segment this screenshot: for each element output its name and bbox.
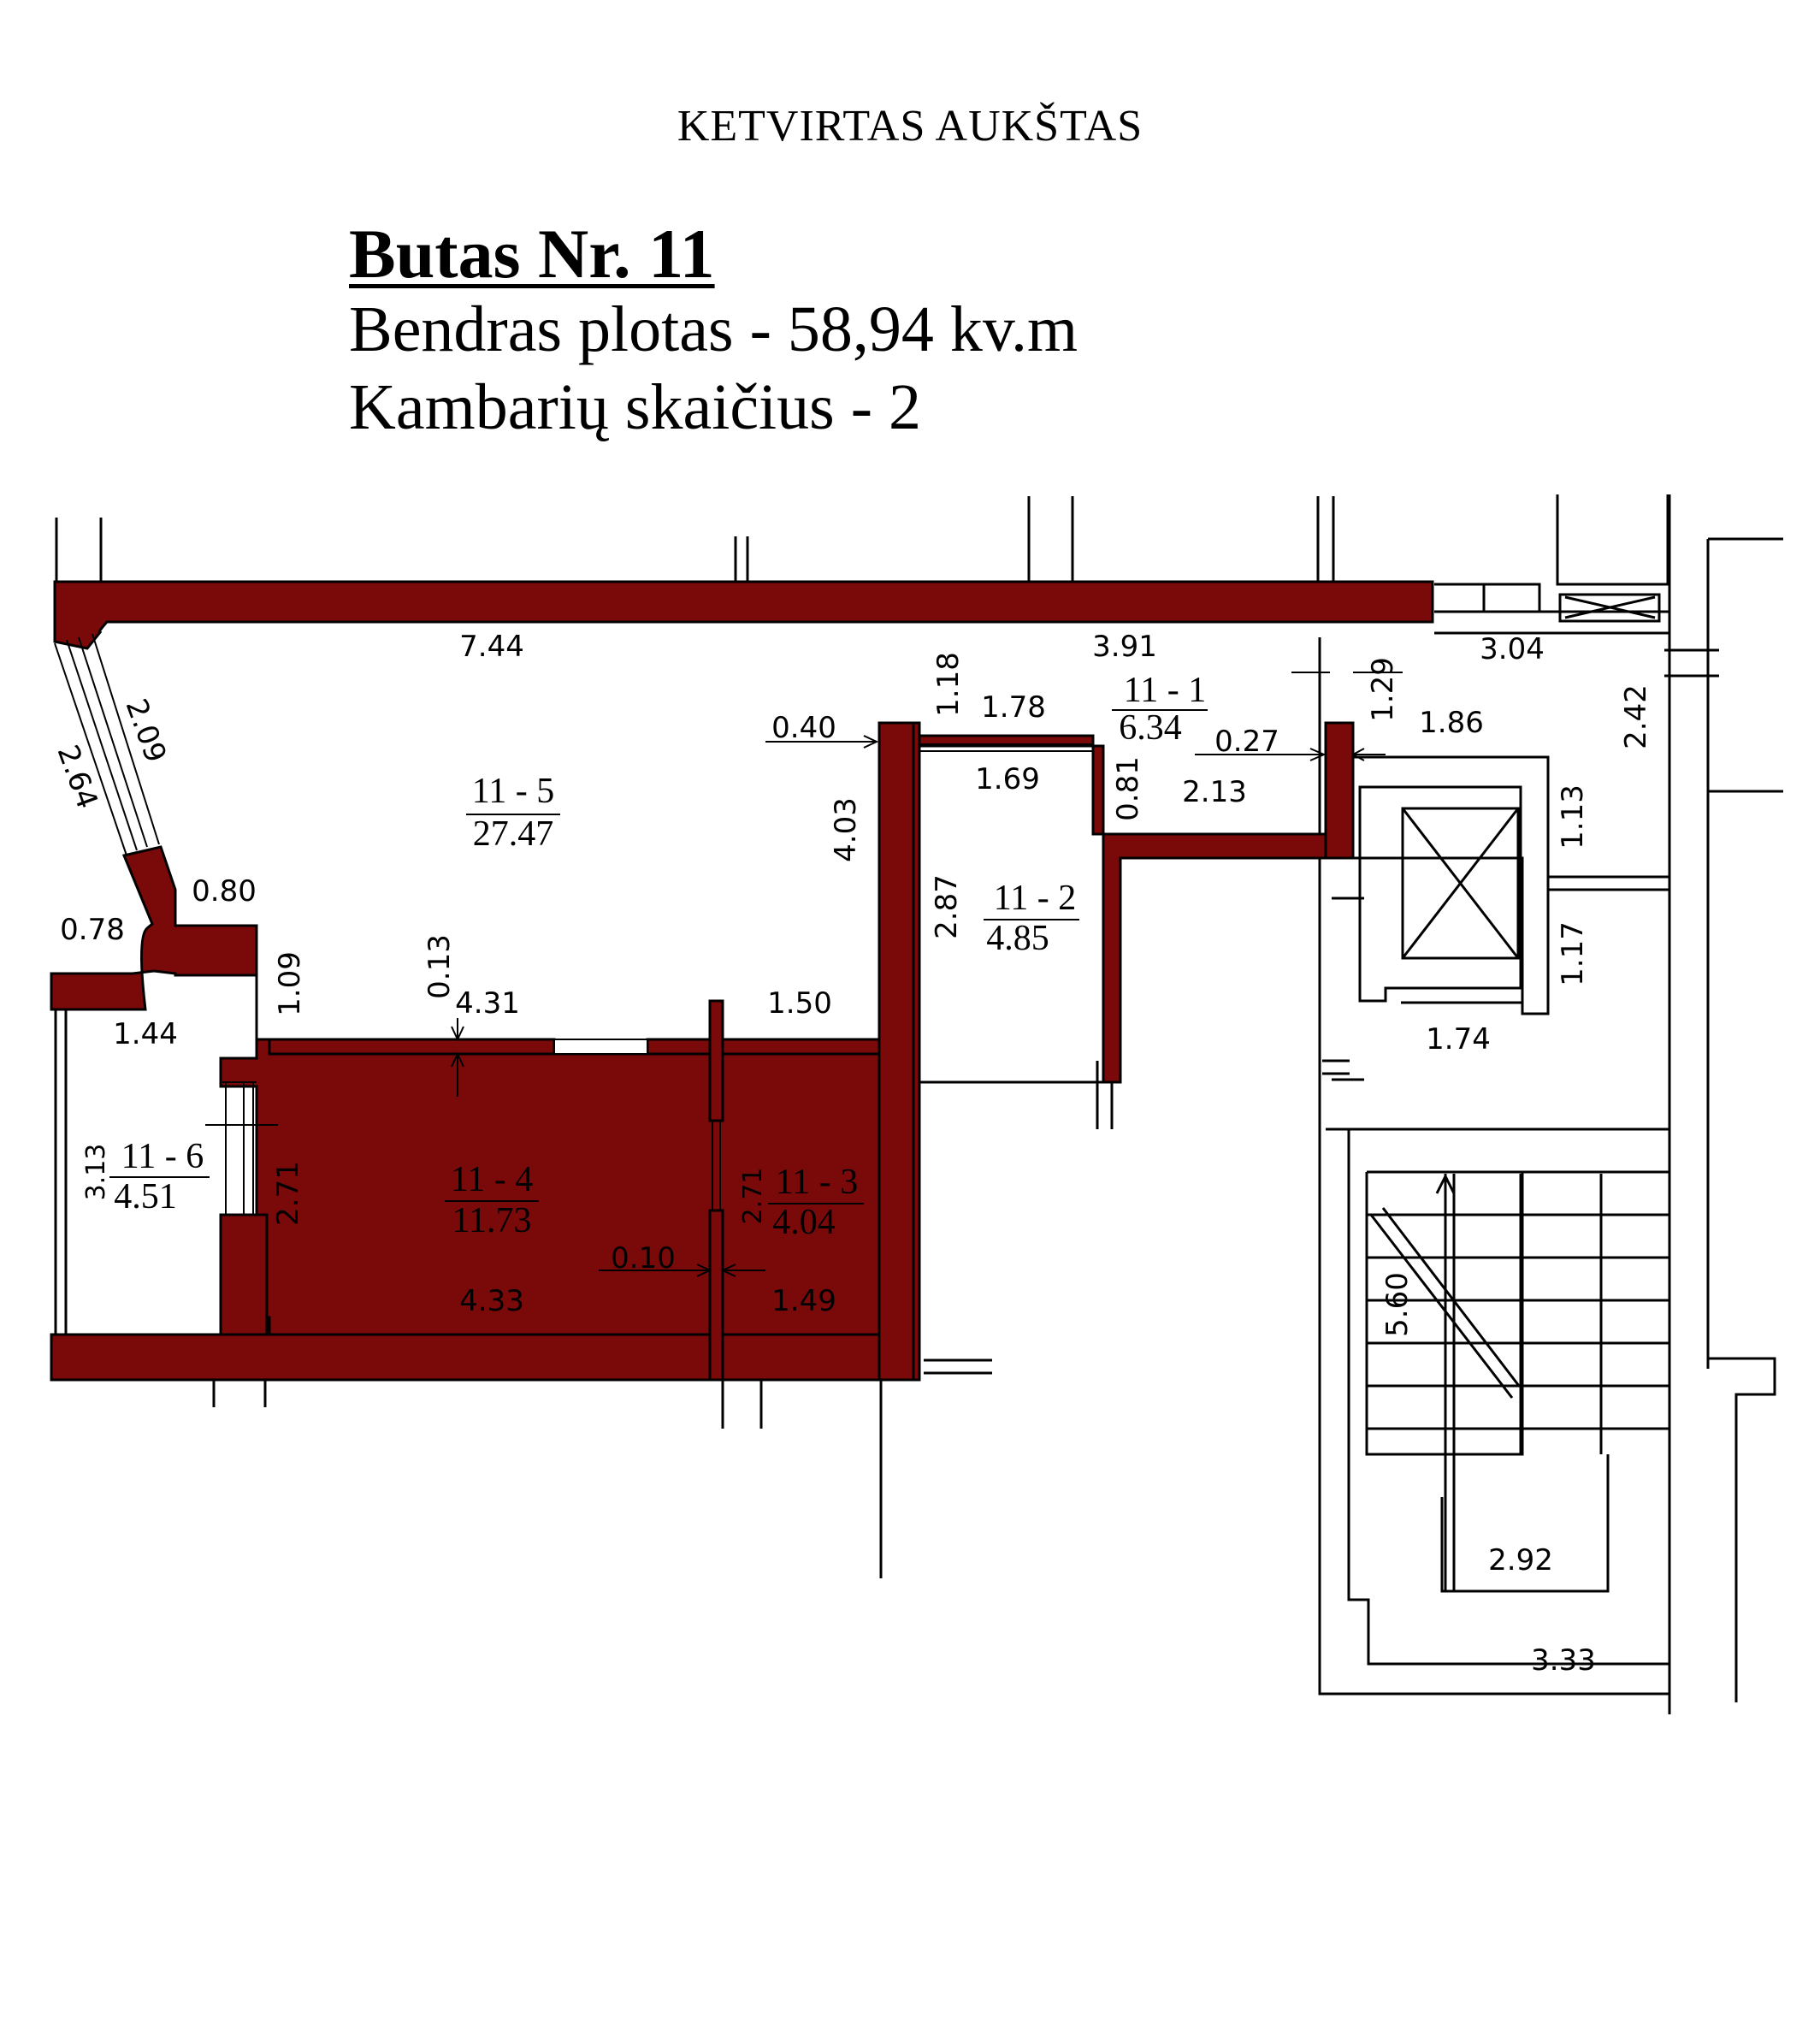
room-11-4: 11 - 4 11.73 [445,1160,539,1240]
total-area: Bendras plotas - 58,94 kv.m [349,293,1078,365]
dim-2-09: 2.09 [119,695,173,767]
room-area: 4.51 [114,1177,177,1216]
dim-3-33: 3.33 [1531,1643,1596,1678]
room-area: 27.47 [473,814,554,854]
dim-3-04: 3.04 [1480,632,1545,666]
dim-0-27: 0.27 [1214,725,1279,759]
dim-2-71-left: 2.71 [271,1161,305,1226]
room-11-5: 11 - 5 27.47 [466,772,560,854]
room-area: 4.85 [986,919,1049,958]
dim-2-92: 2.92 [1488,1543,1553,1577]
dim-1-29: 1.29 [1366,657,1400,722]
room-labels: 11 - 5 27.47 11 - 4 11.73 11 - 6 4.51 11… [109,671,1208,1242]
room-11-2: 11 - 2 4.85 [984,879,1079,958]
dim-1-69: 1.69 [975,762,1040,796]
dim-0-13: 0.13 [422,934,457,999]
dim-1-18: 1.18 [931,652,966,717]
dim-1-09: 1.09 [273,951,307,1016]
dim-0-40: 0.40 [771,711,836,745]
dim-3-91: 3.91 [1092,630,1157,664]
elevator [1353,755,1669,1015]
room-id: 11 - 5 [472,772,554,811]
room-11-3: 11 - 3 4.04 [768,1163,864,1242]
apartment-title: Butas Nr. 11 [349,215,715,293]
dim-1-17: 1.17 [1556,921,1590,986]
room-id: 11 - 3 [776,1163,858,1202]
dim-5-60: 5.60 [1380,1272,1415,1337]
floor-title: KETVIRTAS AUKŠTAS [677,102,1143,151]
context-lines [54,494,1783,1714]
dim-1-78: 1.78 [981,690,1046,725]
room-id: 11 - 4 [451,1160,533,1199]
dim-2-42: 2.42 [1619,684,1653,749]
dim-2-13: 2.13 [1182,775,1247,809]
dim-0-80: 0.80 [192,874,257,909]
dim-1-44: 1.44 [113,1017,178,1051]
walls [50,580,1434,1578]
dim-2-71-right: 2.71 [738,1168,768,1225]
room-11-1: 11 - 1 6.34 [1112,671,1208,748]
dimension-labels: 7.44 3.91 3.04 1.18 1.78 1.29 1.86 2.42 … [50,630,1653,1678]
dim-0-10: 0.10 [611,1241,676,1276]
room-area: 4.04 [772,1203,836,1242]
room-id: 11 - 2 [994,879,1076,918]
room-area: 11.73 [452,1201,532,1240]
dim-1-13: 1.13 [1556,784,1590,849]
dim-4-31: 4.31 [455,986,520,1021]
dim-7-44: 7.44 [459,630,524,664]
room-count: Kambarių skaičius - 2 [349,371,922,443]
room-id: 11 - 6 [121,1137,204,1176]
dim-1-86: 1.86 [1419,706,1484,740]
staircase [1326,1128,1669,1593]
room-id: 11 - 1 [1124,671,1206,710]
dimension-arrows [451,672,1403,1277]
dim-2-64: 2.64 [50,741,104,814]
dim-4-33: 4.33 [459,1284,524,1318]
dim-3-13: 3.13 [81,1144,111,1201]
dim-2-87: 2.87 [930,874,964,939]
dim-0-81: 0.81 [1111,756,1145,821]
dim-0-78: 0.78 [60,913,125,947]
dim-1-74: 1.74 [1426,1022,1491,1057]
room-11-6: 11 - 6 4.51 [109,1137,210,1216]
openings [54,633,1093,1216]
dim-1-49: 1.49 [771,1284,836,1318]
room-area: 6.34 [1119,708,1182,748]
dim-4-03: 4.03 [829,797,863,862]
dim-1-50: 1.50 [767,986,832,1021]
